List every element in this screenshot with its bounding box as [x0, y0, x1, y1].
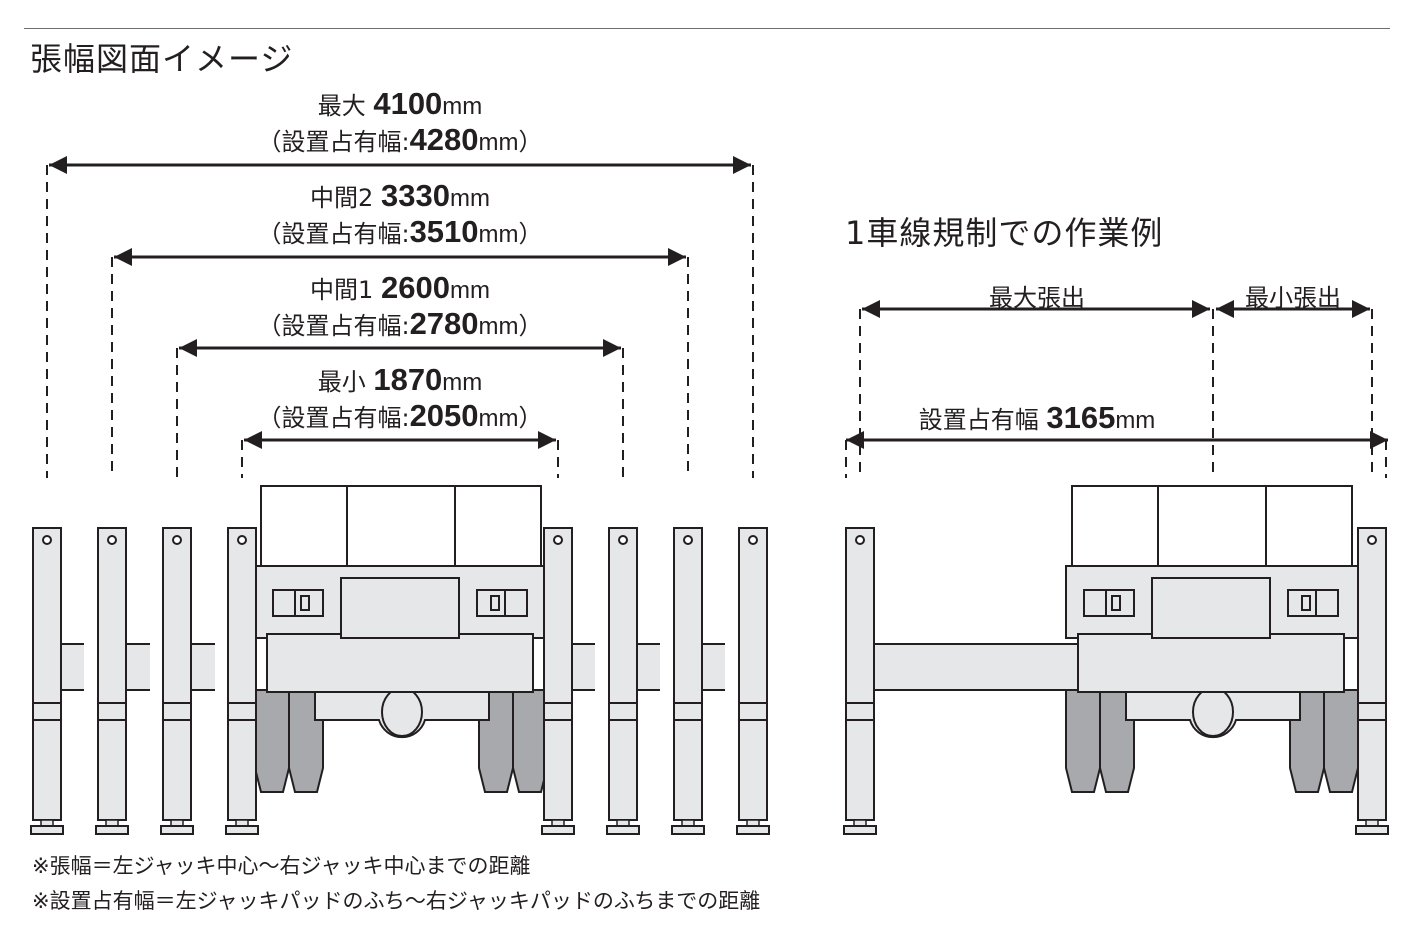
left-outrigger-leg-1-pad	[95, 825, 129, 835]
left-outrigger-leg-0-body	[32, 527, 62, 821]
right-truck-differential	[1192, 687, 1234, 737]
beam-stub-left-2	[191, 644, 215, 690]
left-outrigger-leg-7-pin	[748, 535, 758, 545]
left-outrigger-leg-0-pad	[30, 825, 64, 835]
right-truck-indicator-right	[1301, 595, 1311, 611]
beam-stub-left-1	[126, 644, 150, 690]
left-truck-bumper	[266, 633, 534, 693]
left-outrigger-leg-2-pin	[172, 535, 182, 545]
right-truck-grille	[1151, 577, 1271, 639]
left-truck-cargo-box	[260, 485, 542, 569]
page-title: 張幅図面イメージ	[30, 40, 294, 78]
span-label-mid2: 中間2 3330mm （設置占有幅:3510mm）	[257, 178, 543, 249]
left-outrigger-leg-7-pad	[736, 825, 770, 835]
top-rule	[24, 28, 1390, 29]
right-outrigger-leg-left-body	[845, 527, 875, 821]
span-label-max: 最大 4100mm （設置占有幅:4280mm）	[257, 86, 543, 157]
right-truck-indicator-left	[1111, 595, 1121, 611]
left-outrigger-leg-5-pad	[606, 825, 640, 835]
right-outrigger-leg-left-pin	[855, 535, 865, 545]
right-truck-headlight-left	[1083, 589, 1135, 617]
left-truck-headlight-left	[272, 589, 324, 617]
note-occupied-definition: ※設置占有幅＝左ジャッキパッドのふち～右ジャッキパッドのふちまでの距離	[32, 889, 761, 913]
beam-stub-right-1	[637, 644, 660, 690]
left-outrigger-leg-7-body	[738, 527, 768, 821]
right-truck-cargo-box	[1071, 485, 1353, 569]
dimension-lines	[46, 156, 1388, 478]
left-outrigger-leg-0-pin	[42, 535, 52, 545]
right-truck-diagram	[843, 485, 1389, 835]
left-outrigger-leg-6-pad	[671, 825, 705, 835]
left-outrigger-leg-4-body	[543, 527, 573, 821]
extended-beam	[873, 643, 1085, 691]
left-truck-tire-4	[512, 689, 548, 793]
left-truck-differential	[381, 687, 423, 737]
beam-stub-left-0	[61, 644, 84, 690]
left-truck-diagram	[30, 485, 770, 835]
left-outrigger-leg-3-body	[227, 527, 257, 821]
left-outrigger-leg-2-pad	[160, 825, 194, 835]
left-outrigger-leg-4-pad	[541, 825, 575, 835]
beam-stub-right-2	[702, 644, 725, 690]
right-outrigger-leg-right-pin	[1367, 535, 1377, 545]
left-outrigger-leg-1-body	[97, 527, 127, 821]
left-truck-headlight-right	[476, 589, 528, 617]
beam-stub-right-0	[572, 644, 595, 690]
span-label-mid1: 中間1 2600mm （設置占有幅:2780mm）	[257, 270, 543, 341]
right-outrigger-leg-right-pad	[1355, 825, 1389, 835]
occupied-width-label: 設置占有幅 3165mm	[918, 400, 1156, 435]
right-outrigger-leg-left-pad	[843, 825, 877, 835]
left-outrigger-leg-5-pin	[618, 535, 628, 545]
right-diagram-title: 1車線規制での作業例	[845, 214, 1164, 252]
left-outrigger-leg-6-pin	[683, 535, 693, 545]
right-outrigger-leg-right-body	[1357, 527, 1387, 821]
right-truck-tire-1	[1065, 689, 1101, 793]
left-truck-indicator-right	[490, 595, 500, 611]
left-outrigger-leg-2-body	[162, 527, 192, 821]
span-label-min: 最小 1870mm （設置占有幅:2050mm）	[257, 362, 543, 433]
left-truck-grille	[340, 577, 460, 639]
right-truck-bumper	[1077, 633, 1345, 693]
left-outrigger-leg-5-body	[608, 527, 638, 821]
note-span-definition: ※張幅＝左ジャッキ中心～右ジャッキ中心までの距離	[32, 854, 531, 878]
left-truck-tire-1	[254, 689, 290, 793]
left-outrigger-leg-3-pad	[225, 825, 259, 835]
left-truck-indicator-left	[300, 595, 310, 611]
left-outrigger-leg-1-pin	[107, 535, 117, 545]
left-outrigger-leg-3-pin	[237, 535, 247, 545]
left-outrigger-leg-6-body	[673, 527, 703, 821]
right-truck-tire-4	[1323, 689, 1359, 793]
left-outrigger-leg-4-pin	[553, 535, 563, 545]
right-truck-headlight-right	[1287, 589, 1339, 617]
